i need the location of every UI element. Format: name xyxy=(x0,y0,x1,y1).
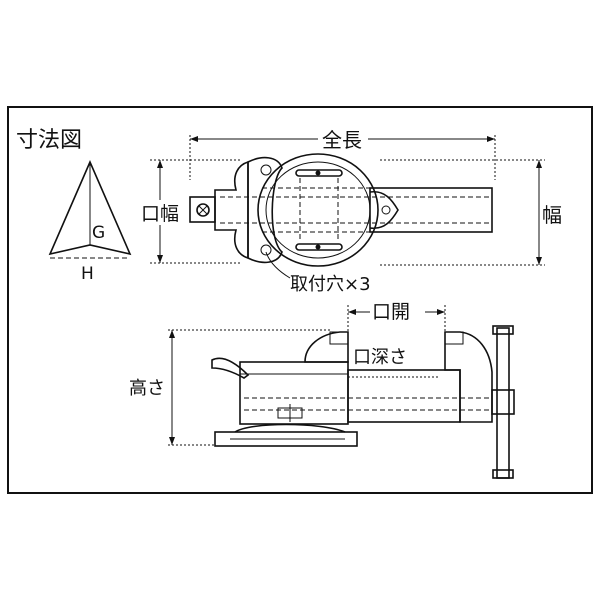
drawing-frame xyxy=(7,106,593,494)
overall-length-label: 全長 xyxy=(322,128,362,152)
throat-depth-label: 口深さ xyxy=(353,347,407,368)
jaw-opening-label: 口開 xyxy=(372,301,410,323)
side-view: 高さ 口開 口深さ xyxy=(128,300,515,479)
height-label: 高さ xyxy=(129,378,165,399)
jaw-width-label: 口幅 xyxy=(141,203,179,225)
top-view: 全長 幅 口幅 xyxy=(140,125,562,295)
arrowhead-diagram: G H xyxy=(48,159,132,284)
drawing-title: 寸法図 xyxy=(16,128,82,153)
h-label: H xyxy=(81,264,94,284)
mounting-holes-label: 取付穴×3 xyxy=(290,274,371,295)
width-label: 幅 xyxy=(542,203,562,227)
g-label: G xyxy=(92,223,105,243)
